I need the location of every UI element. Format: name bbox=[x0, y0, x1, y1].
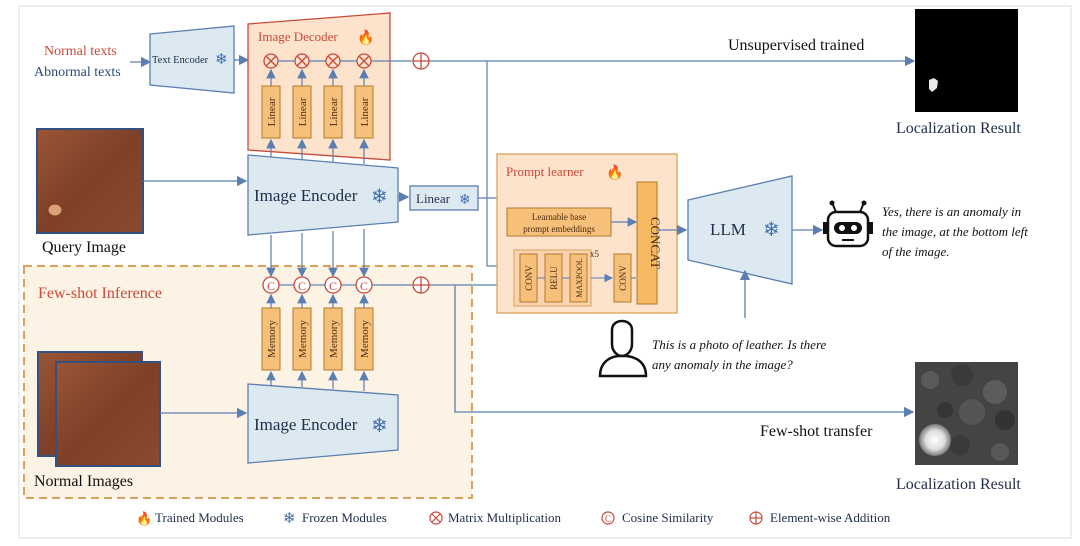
element-wise-addition-icon bbox=[412, 52, 430, 70]
unsupervised-trained-label: Unsupervised trained bbox=[728, 37, 864, 54]
answer-line1: Yes, there is an anomaly in bbox=[882, 204, 1021, 219]
concat-block bbox=[636, 181, 658, 305]
answer-line2: the image, at the bottom left bbox=[882, 224, 1028, 239]
snowflake-icon: ❄ bbox=[283, 511, 296, 527]
maxpool-block: MAXPOOL bbox=[569, 253, 588, 303]
svg-text:Linear: Linear bbox=[297, 97, 309, 126]
few-shot-inference-label: Few-shot Inference bbox=[38, 285, 162, 302]
legend-addition: Element-wise Addition bbox=[770, 510, 891, 525]
memory-block: Memory bbox=[323, 307, 343, 371]
snowflake-icon: ❄ bbox=[763, 219, 780, 241]
image-decoder-label: Image Decoder bbox=[258, 29, 338, 44]
conv-block-final: CONV bbox=[613, 253, 632, 303]
svg-text:Memory: Memory bbox=[359, 320, 371, 358]
linear-block: Linear bbox=[323, 85, 343, 139]
svg-text:C: C bbox=[605, 514, 611, 524]
flame-icon: 🔥 bbox=[357, 29, 374, 46]
svg-text:CONV: CONV bbox=[618, 265, 628, 291]
figure-frame bbox=[18, 5, 1072, 539]
localization-result-few-shot bbox=[915, 362, 1018, 465]
anomaly-highlight bbox=[929, 78, 938, 92]
element-wise-addition-icon bbox=[749, 511, 763, 525]
query-image-label: Query Image bbox=[42, 239, 126, 256]
localization-result-unsupervised bbox=[915, 9, 1018, 112]
matrix-multiply-icon bbox=[429, 511, 443, 525]
snowflake-icon: ❄ bbox=[459, 193, 471, 208]
abnormal-texts-label: Abnormal texts bbox=[34, 65, 121, 80]
legend-trained: Trained Modules bbox=[155, 510, 244, 525]
cosine-similarity-icon: C bbox=[262, 276, 280, 294]
cosine-similarity-icon: C bbox=[324, 276, 342, 294]
image-encoder-block-bottom bbox=[247, 383, 399, 464]
snowflake-icon: ❄ bbox=[215, 52, 228, 68]
normal-texts-label: Normal texts bbox=[44, 44, 117, 59]
memory-block: Memory bbox=[261, 307, 281, 371]
answer-line3: of the image. bbox=[882, 244, 950, 259]
linear-block: Linear bbox=[354, 85, 374, 139]
flame-icon: 🔥 bbox=[136, 511, 152, 526]
legend-matrix-mult: Matrix Multiplication bbox=[448, 510, 562, 525]
snowflake-icon: ❄ bbox=[371, 186, 388, 208]
svg-text:Linear: Linear bbox=[266, 97, 278, 126]
image-encoder-label-bottom: Image Encoder bbox=[254, 415, 358, 434]
snowflake-icon: ❄ bbox=[371, 415, 388, 437]
legend-frozen: Frozen Modules bbox=[302, 510, 387, 525]
memory-block: Memory bbox=[354, 307, 374, 371]
robot-icon bbox=[823, 200, 873, 248]
llm-block bbox=[687, 175, 793, 285]
user-icon bbox=[598, 319, 648, 378]
legend-cosine: Cosine Similarity bbox=[622, 510, 714, 525]
concat-label: CONCAT bbox=[648, 217, 663, 269]
text-encoder-label: Text Encoder bbox=[152, 55, 209, 66]
linear-frozen-label: Linear bbox=[416, 191, 451, 206]
svg-text:Memory: Memory bbox=[297, 320, 309, 358]
svg-text:C: C bbox=[298, 279, 306, 293]
normal-image-front bbox=[55, 361, 161, 467]
svg-text:C: C bbox=[360, 279, 368, 293]
localization-result-label-top: Localization Result bbox=[896, 120, 1021, 137]
image-encoder-block bbox=[247, 154, 399, 236]
few-shot-transfer-label: Few-shot transfer bbox=[760, 423, 873, 440]
image-encoder-label: Image Encoder bbox=[254, 186, 358, 205]
query-image bbox=[36, 128, 144, 234]
svg-text:Linear: Linear bbox=[359, 97, 371, 126]
linear-block: Linear bbox=[292, 85, 312, 139]
prompt-learner-label: Prompt learner bbox=[506, 164, 584, 179]
svg-text:Memory: Memory bbox=[328, 320, 340, 358]
element-wise-addition-icon bbox=[412, 276, 430, 294]
svg-text:MAXPOOL: MAXPOOL bbox=[575, 258, 584, 298]
x5-label: x5 bbox=[590, 249, 600, 259]
svg-text:CONV: CONV bbox=[524, 265, 534, 291]
question-line1: This is a photo of leather. Is there bbox=[652, 337, 827, 352]
learnable-base-line1: Learnable base bbox=[532, 212, 586, 222]
cosine-similarity-icon: C bbox=[355, 276, 373, 294]
normal-images-label: Normal Images bbox=[34, 473, 133, 490]
legend: 🔥 Trained Modules ❄ Frozen Modules Matri… bbox=[136, 510, 891, 527]
svg-text:RELU: RELU bbox=[549, 266, 559, 290]
linear-block: Linear bbox=[261, 85, 281, 139]
llm-label: LLM bbox=[710, 220, 746, 239]
localization-result-label-bottom: Localization Result bbox=[896, 476, 1021, 493]
svg-text:C: C bbox=[329, 279, 337, 293]
question-line2: any anomaly in the image? bbox=[652, 357, 793, 372]
learnable-base-prompt-block bbox=[506, 207, 612, 237]
svg-text:C: C bbox=[267, 279, 275, 293]
memory-block: Memory bbox=[292, 307, 312, 371]
anomaly-spot bbox=[47, 203, 63, 217]
relu-block: RELU bbox=[544, 253, 563, 303]
text-encoder-block bbox=[149, 25, 235, 94]
cosine-similarity-icon: C bbox=[601, 511, 615, 525]
conv-block: CONV bbox=[519, 253, 538, 303]
flame-icon: 🔥 bbox=[606, 164, 623, 181]
svg-text:Memory: Memory bbox=[266, 320, 278, 358]
svg-text:Linear: Linear bbox=[328, 97, 340, 126]
learnable-base-line2: prompt embeddings bbox=[523, 224, 595, 234]
cosine-similarity-icon: C bbox=[293, 276, 311, 294]
